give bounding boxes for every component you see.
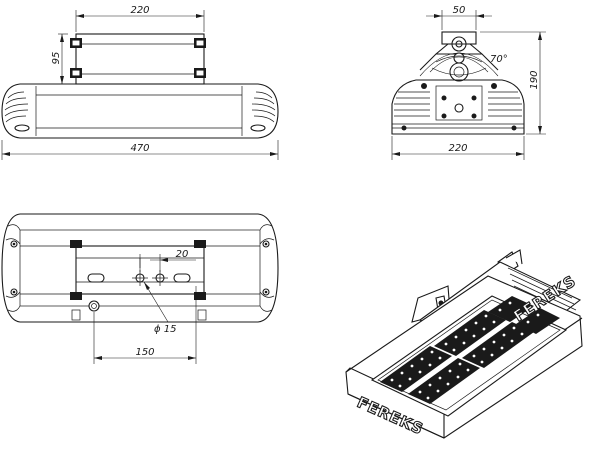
top-view: 20 ϕ 15 150 [1,213,279,364]
dim-front-total-length: 470 [1,140,279,160]
dim-front-mount-height: 95 [51,33,68,85]
dim-top-hole-offset: 150 [93,286,197,364]
label-side-bracket-width: 50 [453,5,466,16]
front-bracket [70,33,206,85]
label-side-width: 220 [448,143,467,154]
dim-top-hole-diameter: ϕ 15 [143,281,188,335]
side-angle: 70° [419,52,508,77]
iso-led-arrays [380,296,560,404]
label-top-hole-diameter: ϕ 15 [154,324,177,335]
side-housing [391,79,525,135]
top-housing [1,213,279,323]
side-bracket [419,31,499,82]
side-view: 70° 50 190 220 [391,5,546,160]
label-top-hole-spacing: 20 [176,249,189,260]
dim-side-width: 220 [391,136,525,160]
dim-front-mount-width: 220 [75,5,205,32]
front-housing [1,83,279,139]
label-top-hole-offset: 150 [135,347,154,358]
label-front-mount-height: 95 [51,52,62,65]
isometric-view: FEREKS FEREKS [345,249,583,439]
label-side-height: 190 [529,70,540,89]
front-view: 220 95 470 [1,5,279,160]
dim-side-height: 190 [480,31,546,135]
label-front-total-length: 470 [130,143,149,154]
dim-side-bracket-width: 50 [426,5,492,30]
label-front-mount-width: 220 [130,5,149,16]
dim-top-hole-spacing: 20 [139,249,196,272]
label-side-angle: 70° [490,54,508,65]
